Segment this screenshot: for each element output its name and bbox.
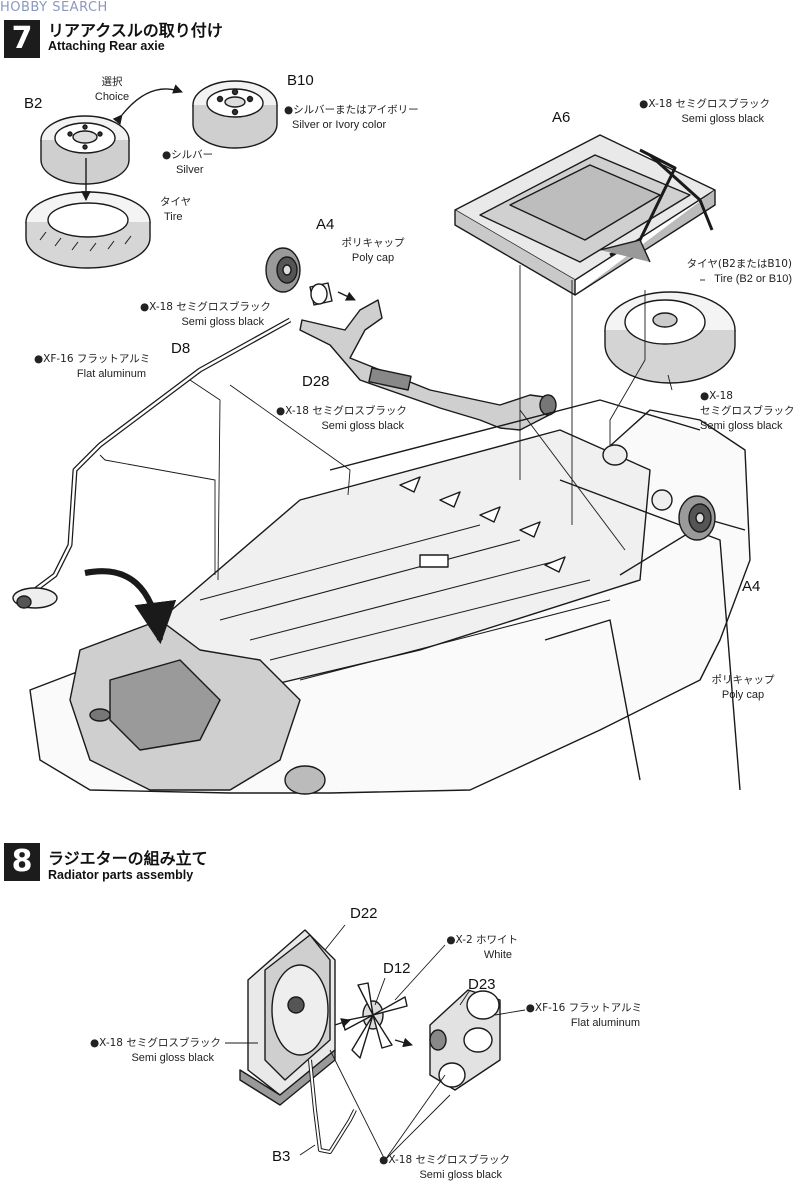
tire-b2	[25, 191, 151, 269]
b10-color-jp: ●シルバーまたはアイボリー	[284, 104, 419, 116]
polycap2-jp: ポリキャップ	[711, 674, 775, 686]
d28-paint-en: Semi gloss black	[321, 420, 404, 432]
part-label-b10: B10	[287, 72, 314, 89]
x18-right-jp1: ●X-18	[700, 390, 733, 402]
d28-paint-jp: ●X-18 セミグロスブラック	[276, 405, 407, 417]
a4-paint-jp: ●X-18 セミグロスブラック	[140, 301, 271, 313]
choice-jp: 選択	[101, 76, 123, 88]
b10-wheel	[192, 80, 278, 149]
tire-b2b10-en: Tire (B2 or B10)	[714, 273, 792, 285]
part-label-d28: D28	[302, 373, 330, 390]
d23-pulleys	[429, 989, 501, 1091]
d8-paint-note: ●XF-16 フラットアルミ Flat aluminum	[34, 352, 151, 382]
step-number: 8	[4, 843, 40, 881]
d28-paint-note: ●X-18 セミグロスブラック Semi gloss black	[276, 404, 407, 434]
a6-paint-en: Semi gloss black	[681, 113, 764, 125]
x2-paint-en: White	[483, 949, 512, 961]
part-label-a4-top: A4	[316, 216, 335, 233]
step-title-en: Radiator parts assembly	[48, 868, 194, 882]
chassis-body	[29, 399, 751, 795]
x2-paint-note: ●X-2 ホワイト White	[430, 933, 518, 963]
a4-hub-right	[678, 495, 716, 541]
a4-hub-top	[265, 247, 301, 293]
d8-paint-en: Flat aluminum	[76, 368, 146, 380]
tire-note: タイヤ Tire	[160, 195, 191, 225]
d8-paint-jp: ●XF-16 フラットアルミ	[34, 353, 151, 365]
tire-b2b10-jp: タイヤ(B2またはB10)	[686, 258, 792, 270]
x18-right-note: ●X-18 セミグロスブラック Semi gloss black	[700, 389, 795, 434]
xf16-paint-jp: ●XF-16 フラットアルミ	[525, 1002, 642, 1014]
x18-bottom-paint-note: ●X-18 セミグロスブラック Semi gloss black	[376, 1153, 510, 1183]
tire-en: Tire	[164, 211, 183, 223]
x18-left-paint-note: ●X-18 セミグロスブラック Semi gloss black	[90, 1036, 221, 1066]
choice-en: Choice	[94, 91, 130, 103]
x2-paint-jp: ●X-2 ホワイト	[446, 934, 518, 946]
x18-bottom-paint-jp: ●X-18 セミグロスブラック	[379, 1154, 510, 1166]
install-arrow	[84, 568, 177, 645]
part-label-a4-right: A4	[742, 578, 761, 595]
b10-color-en: Silver or Ivory color	[292, 119, 387, 131]
x18-right-en: Semi gloss black	[700, 420, 783, 432]
b2-wheel	[40, 115, 130, 185]
poly-cap-top	[309, 282, 333, 306]
part-label-d23: D23	[468, 976, 496, 993]
part-label-b2: B2	[24, 95, 43, 112]
x18-left-paint-en: Semi gloss black	[131, 1052, 214, 1064]
xf16-paint-note: ●XF-16 フラットアルミ Flat aluminum	[520, 1001, 642, 1031]
a6-paint-note: ●X-18 セミグロスブラック Semi gloss black	[628, 97, 770, 127]
d28-axle	[299, 299, 557, 431]
watermark: HOBBY SEARCH	[0, 0, 108, 15]
step-title-en: Attaching Rear axie	[48, 39, 165, 53]
a4-paint-en: Semi gloss black	[181, 316, 264, 328]
b3-hose	[308, 1059, 357, 1154]
d8-exhaust-inner	[34, 318, 291, 591]
x18-left-paint-jp: ●X-18 セミグロスブラック	[90, 1037, 221, 1049]
step-title-jp: リアアクスルの取り付け	[48, 21, 223, 40]
choice-note: 選択 Choice	[84, 75, 140, 105]
step-number: 7	[4, 20, 40, 58]
tire-b2b10-note: タイヤ(B2またはB10) Tire (B2 or B10)	[660, 257, 792, 287]
d22-radiator	[239, 929, 336, 1106]
part-label-a6: A6	[552, 109, 571, 126]
part-label-d12: D12	[383, 960, 411, 977]
polycap2-en: Poly cap	[721, 689, 765, 701]
a4-paint-note: ●X-18 セミグロスブラック Semi gloss black	[140, 300, 271, 330]
silver-note: ●シルバー Silver	[162, 148, 213, 178]
x18-right-jp2: セミグロスブラック	[700, 405, 795, 417]
silver-en: Silver	[176, 164, 204, 176]
x18-bottom-paint-en: Semi gloss black	[419, 1169, 502, 1181]
part-label-b3: B3	[272, 1148, 291, 1165]
step-title-jp: ラジエターの組み立て	[48, 849, 208, 868]
polycap-note: ポリキャップ Poly cap	[338, 236, 408, 266]
xf16-paint-en: Flat aluminum	[570, 1017, 640, 1029]
polycap-en: Poly cap	[351, 252, 395, 264]
silver-jp: ●シルバー	[162, 149, 214, 161]
b10-color-note: ●シルバーまたはアイボリー Silver or Ivory color	[284, 103, 419, 133]
a6-paint-jp: ●X-18 セミグロスブラック	[639, 98, 770, 110]
tire-jp: タイヤ	[160, 196, 192, 208]
d12-fan	[342, 982, 408, 1059]
part-label-d22: D22	[350, 905, 378, 922]
tire-right	[604, 291, 736, 384]
polycap2-note: ポリキャップ Poly cap	[708, 673, 778, 703]
a6-part	[454, 134, 716, 296]
polycap-jp: ポリキャップ	[341, 237, 405, 249]
part-label-d8: D8	[171, 340, 191, 357]
